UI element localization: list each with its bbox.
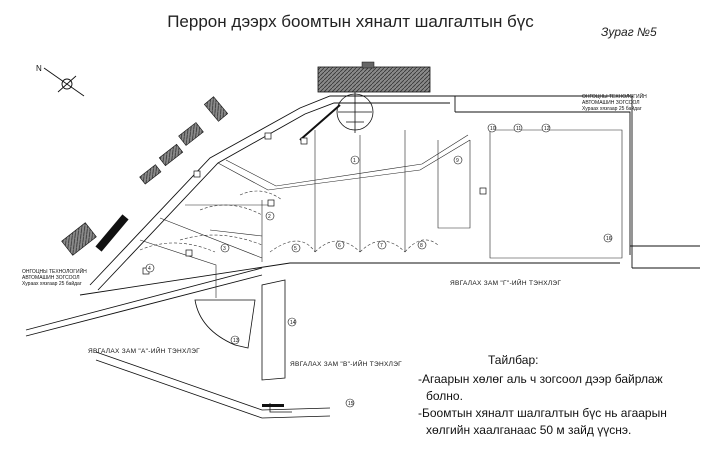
stand-marker: 2 <box>265 211 275 221</box>
taxiway-g-label: ЯВГАЛАХ ЗАМ "Г"-ИЙН ТЭНХЛЭГ <box>450 278 561 287</box>
stand-marker: 8 <box>417 240 427 250</box>
stand-number: 8 <box>420 243 423 249</box>
left-note-line3: Хураах хязгаар 25 байдаг <box>22 280 82 287</box>
stand-number: 2 <box>268 214 271 220</box>
stand-marker: 5 <box>291 243 301 253</box>
stand-marker: 7 <box>377 240 387 250</box>
right-note-line3: Хураах хязгаар 25 байдаг <box>582 105 642 112</box>
stand-marker: 14 <box>287 317 297 327</box>
legend-title: Тайлбар: <box>488 353 539 367</box>
aircraft-icon <box>299 92 374 141</box>
gate-bar <box>262 404 284 407</box>
stand-marker: 12 <box>541 123 551 133</box>
stand-number: 15 <box>348 401 354 407</box>
left-note-line2: АВТОМАШИН ЗОГСООЛ <box>22 275 80 281</box>
taxiway-a-label: ЯВГАЛАХ ЗАМ "А"-ИЙН ТЭНХЛЭГ <box>88 346 200 355</box>
stand-marker: 9 <box>453 155 463 165</box>
legend-line-3: -Боомтын хяналт шалгалтын бүс нь агаарын <box>418 406 667 420</box>
stand-number: 9 <box>456 158 459 164</box>
stand-number: 11 <box>516 126 521 132</box>
stand-number: 3 <box>223 246 226 252</box>
stand-marker: 16 <box>603 233 613 243</box>
stand-number: 16 <box>606 236 612 242</box>
north-arrow-icon: N <box>36 64 85 97</box>
stand-number: 12 <box>544 126 550 132</box>
left-note-line1: ОНГОЦНЫ ТЕХНОЛОГИЙН <box>22 267 87 275</box>
side-buildings <box>61 96 229 256</box>
stand-number: 6 <box>338 243 341 249</box>
stand-marker: 13 <box>230 335 240 345</box>
taxi-guidelines <box>139 190 439 253</box>
stand-marker: 1 <box>350 155 360 165</box>
boarding-bridge <box>95 214 129 252</box>
apron-stand-areas <box>139 129 623 298</box>
equipment-markers <box>142 132 487 275</box>
stand-marker: 10 <box>487 123 497 133</box>
right-parking-note: ОНГОЦНЫ ТЕХНОЛОГИЙН АВТОМАШИН ЗОГСООЛ Ху… <box>582 92 647 112</box>
legend-line-1: -Агаарын хөлөг аль ч зогсоол дээр байрла… <box>418 372 663 386</box>
stand-marker: 4 <box>145 263 155 273</box>
right-note-line2: АВТОМАШИН ЗОГСООЛ <box>582 100 640 106</box>
stand-number: 1 <box>353 158 356 164</box>
left-parking-note: ОНГОЦНЫ ТЕХНОЛОГИЙН АВТОМАШИН ЗОГСООЛ Ху… <box>22 267 87 287</box>
traffic-islands <box>95 279 331 419</box>
stand-number: 7 <box>380 243 383 249</box>
right-note-line1: ОНГОЦНЫ ТЕХНОЛОГИЙН <box>582 92 647 100</box>
stand-markers: 1 2 3 4 5 6 7 8 9 10 11 12 13 14 15 16 <box>145 123 613 408</box>
taxiway-b-label: ЯВГАЛАХ ЗАМ "В"-ИЙН ТЭНХЛЭГ <box>290 359 402 368</box>
stand-marker: 15 <box>345 398 355 408</box>
legend-line-2: болно. <box>426 389 463 403</box>
legend-line-4: хөлгийн хаалганаас 50 м зайд үүснэ. <box>426 423 632 437</box>
stand-number: 10 <box>490 126 496 132</box>
stand-number: 5 <box>294 246 297 252</box>
stand-number: 14 <box>290 320 296 326</box>
north-label: N <box>36 64 42 73</box>
stand-number: 13 <box>233 338 239 344</box>
apron-boundary <box>25 95 700 337</box>
stand-marker: 6 <box>335 240 345 250</box>
terminal-building <box>317 61 431 93</box>
stand-marker: 3 <box>220 243 230 253</box>
legend: Тайлбар: -Агаарын хөлөг аль ч зогсоол дэ… <box>418 352 698 439</box>
diagram-title: Перрон дээрх боомтын хяналт шалгалтын бү… <box>167 12 534 31</box>
stand-number: 4 <box>148 266 151 272</box>
stand-marker: 11 <box>513 123 523 133</box>
figure-label: Зураг №5 <box>601 25 657 39</box>
